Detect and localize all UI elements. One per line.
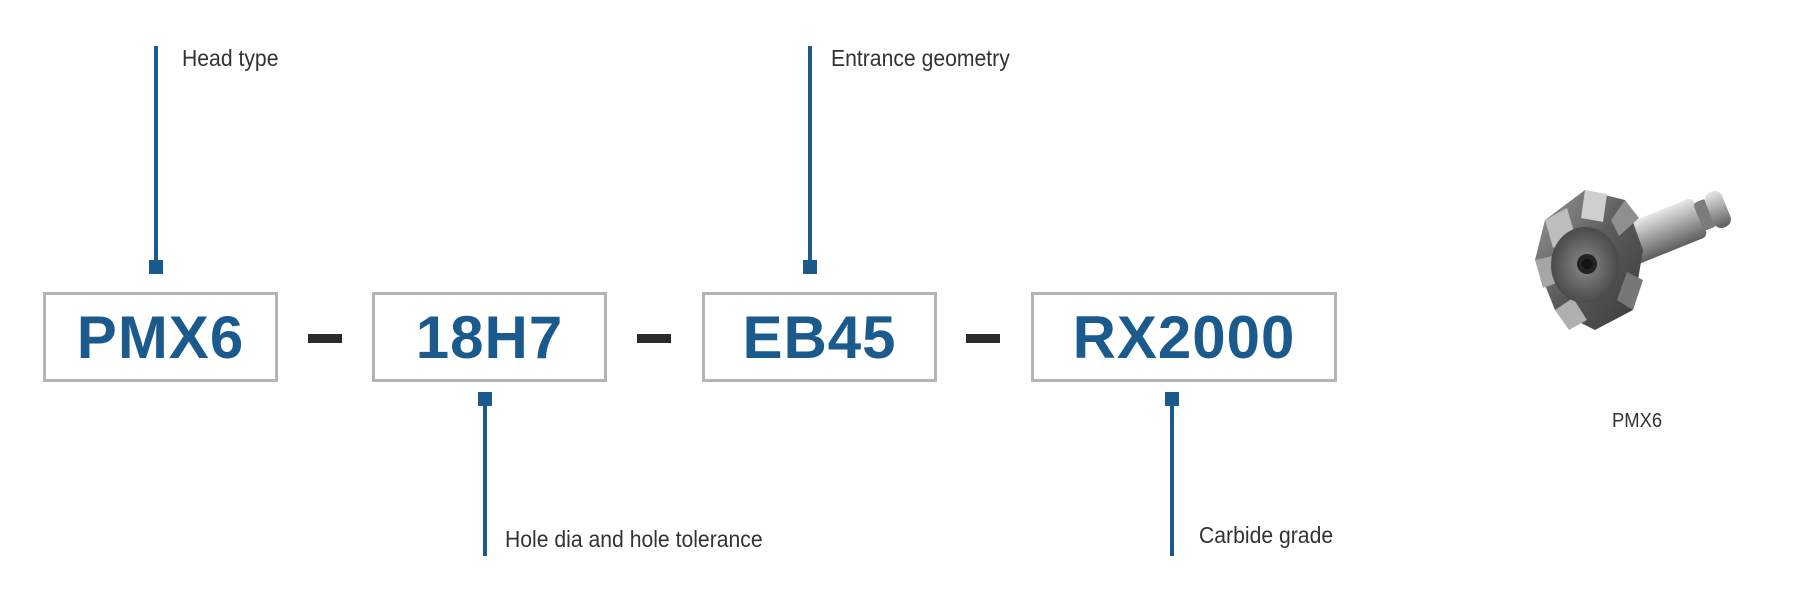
callout-hole-dia: Hole dia and hole tolerance [505, 526, 763, 552]
code-text: RX2000 [1072, 303, 1296, 371]
callout-head-type: Head type [182, 45, 279, 71]
leader-line-entrance-geometry [808, 46, 812, 266]
code-box-hole-dia: 18H7 [372, 292, 607, 382]
code-box-entrance-geometry: EB45 [702, 292, 937, 382]
reamer-head-image [1535, 190, 1731, 330]
leader-line-carbide-grade [1170, 398, 1174, 556]
leader-node-entrance-geometry [803, 260, 817, 274]
separator-dash [637, 334, 671, 343]
leader-node-head-type [149, 260, 163, 274]
callout-carbide-grade: Carbide grade [1199, 522, 1334, 548]
code-box-carbide-grade: RX2000 [1031, 292, 1337, 382]
code-text: 18H7 [415, 303, 564, 371]
leader-line-head-type [154, 46, 158, 266]
code-text: PMX6 [76, 303, 245, 371]
leader-line-hole-dia [483, 398, 487, 556]
product-caption: PMX6 [1612, 410, 1663, 432]
separator-dash [308, 334, 342, 343]
separator-dash [966, 334, 1000, 343]
callout-entrance-geometry: Entrance geometry [831, 45, 1010, 71]
code-box-head-type: PMX6 [43, 292, 278, 382]
code-text: EB45 [742, 303, 897, 371]
